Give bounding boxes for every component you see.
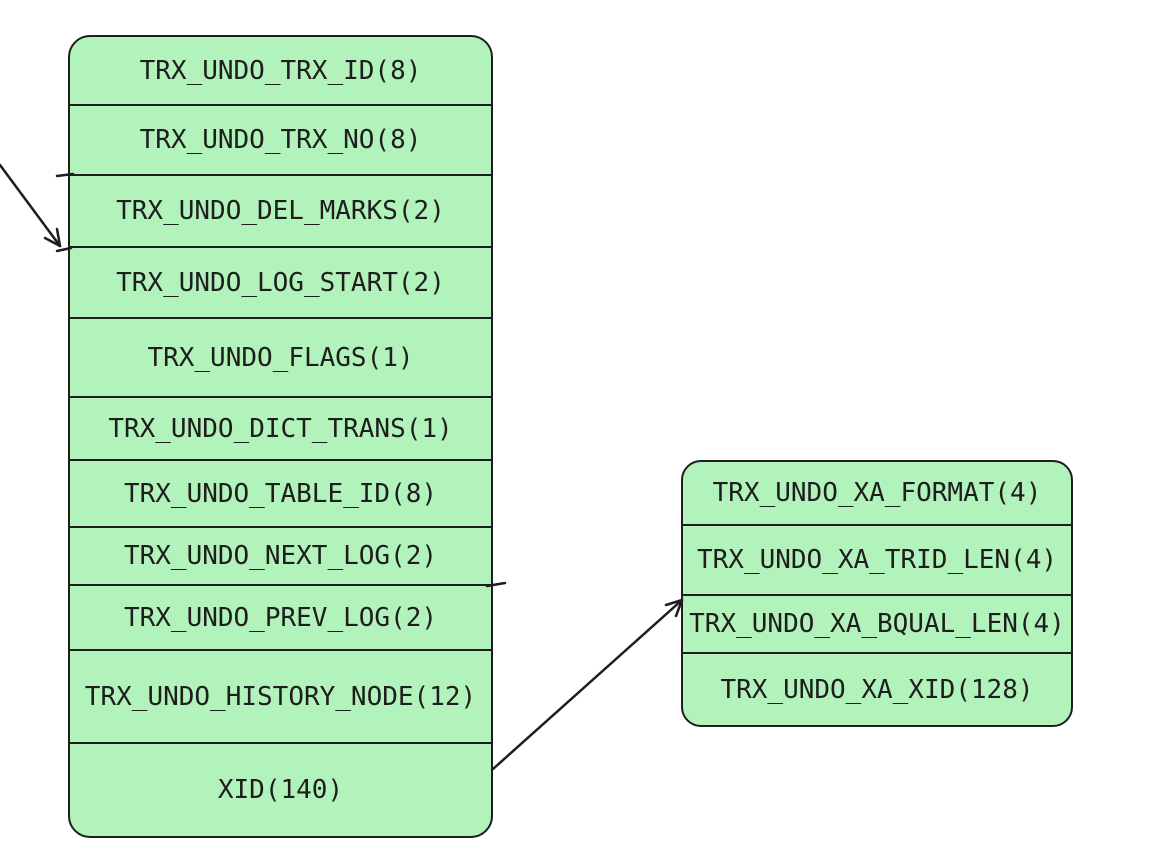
field-row: TRX_UNDO_TRX_ID(8) [70,37,491,104]
field-row: TRX_UNDO_DEL_MARKS(2) [70,174,491,246]
field-label: TRX_UNDO_TABLE_ID(8) [123,478,438,509]
field-label: TRX_UNDO_TRX_NO(8) [139,125,422,155]
field-row: TRX_UNDO_LOG_START(2) [70,246,491,317]
field-label: TRX_UNDO_DICT_TRANS(1) [108,413,453,444]
field-row: TRX_UNDO_TRX_NO(8) [70,104,491,174]
field-row: TRX_UNDO_PREV_LOG(2) [70,584,491,649]
field-label: TRX_UNDO_XA_FORMAT(4) [712,478,1042,508]
field-row: TRX_UNDO_TABLE_ID(8) [70,459,491,526]
xid-to-xa-arrowhead-icon [664,598,684,618]
field-label: TRX_UNDO_LOG_START(2) [116,267,445,298]
field-label: TRX_UNDO_XA_XID(128) [720,674,1034,705]
field-row: XID(140) [70,742,491,836]
incoming-arrow-icon [0,163,62,248]
field-label: TRX_UNDO_HISTORY_NODE(12) [84,681,477,712]
field-label: XID(140) [217,775,344,805]
field-row: TRX_UNDO_XA_TRID_LEN(4) [683,524,1071,594]
field-label: TRX_UNDO_TRX_ID(8) [139,55,422,86]
field-row: TRX_UNDO_XA_XID(128) [683,652,1071,725]
field-row: TRX_UNDO_FLAGS(1) [70,317,491,396]
field-row: TRX_UNDO_HISTORY_NODE(12) [70,649,491,742]
field-row: TRX_UNDO_DICT_TRANS(1) [70,396,491,459]
field-label: TRX_UNDO_DEL_MARKS(2) [116,196,445,226]
field-label: TRX_UNDO_XA_TRID_LEN(4) [696,545,1058,575]
undo-log-header-box: TRX_UNDO_TRX_ID(8) TRX_UNDO_TRX_NO(8) TR… [68,35,493,838]
field-label: TRX_UNDO_PREV_LOG(2) [123,602,438,633]
field-row: TRX_UNDO_XA_BQUAL_LEN(4) [683,594,1071,652]
xa-fields-box: TRX_UNDO_XA_FORMAT(4) TRX_UNDO_XA_TRID_L… [681,460,1073,727]
field-label: TRX_UNDO_XA_BQUAL_LEN(4) [689,609,1065,639]
incoming-arrowhead-icon [43,227,62,248]
field-label: TRX_UNDO_FLAGS(1) [147,342,414,373]
field-row: TRX_UNDO_XA_FORMAT(4) [683,462,1071,524]
xid-to-xa-arrow-icon [491,598,684,771]
field-label: TRX_UNDO_NEXT_LOG(2) [123,541,438,571]
field-row: TRX_UNDO_NEXT_LOG(2) [70,526,491,584]
